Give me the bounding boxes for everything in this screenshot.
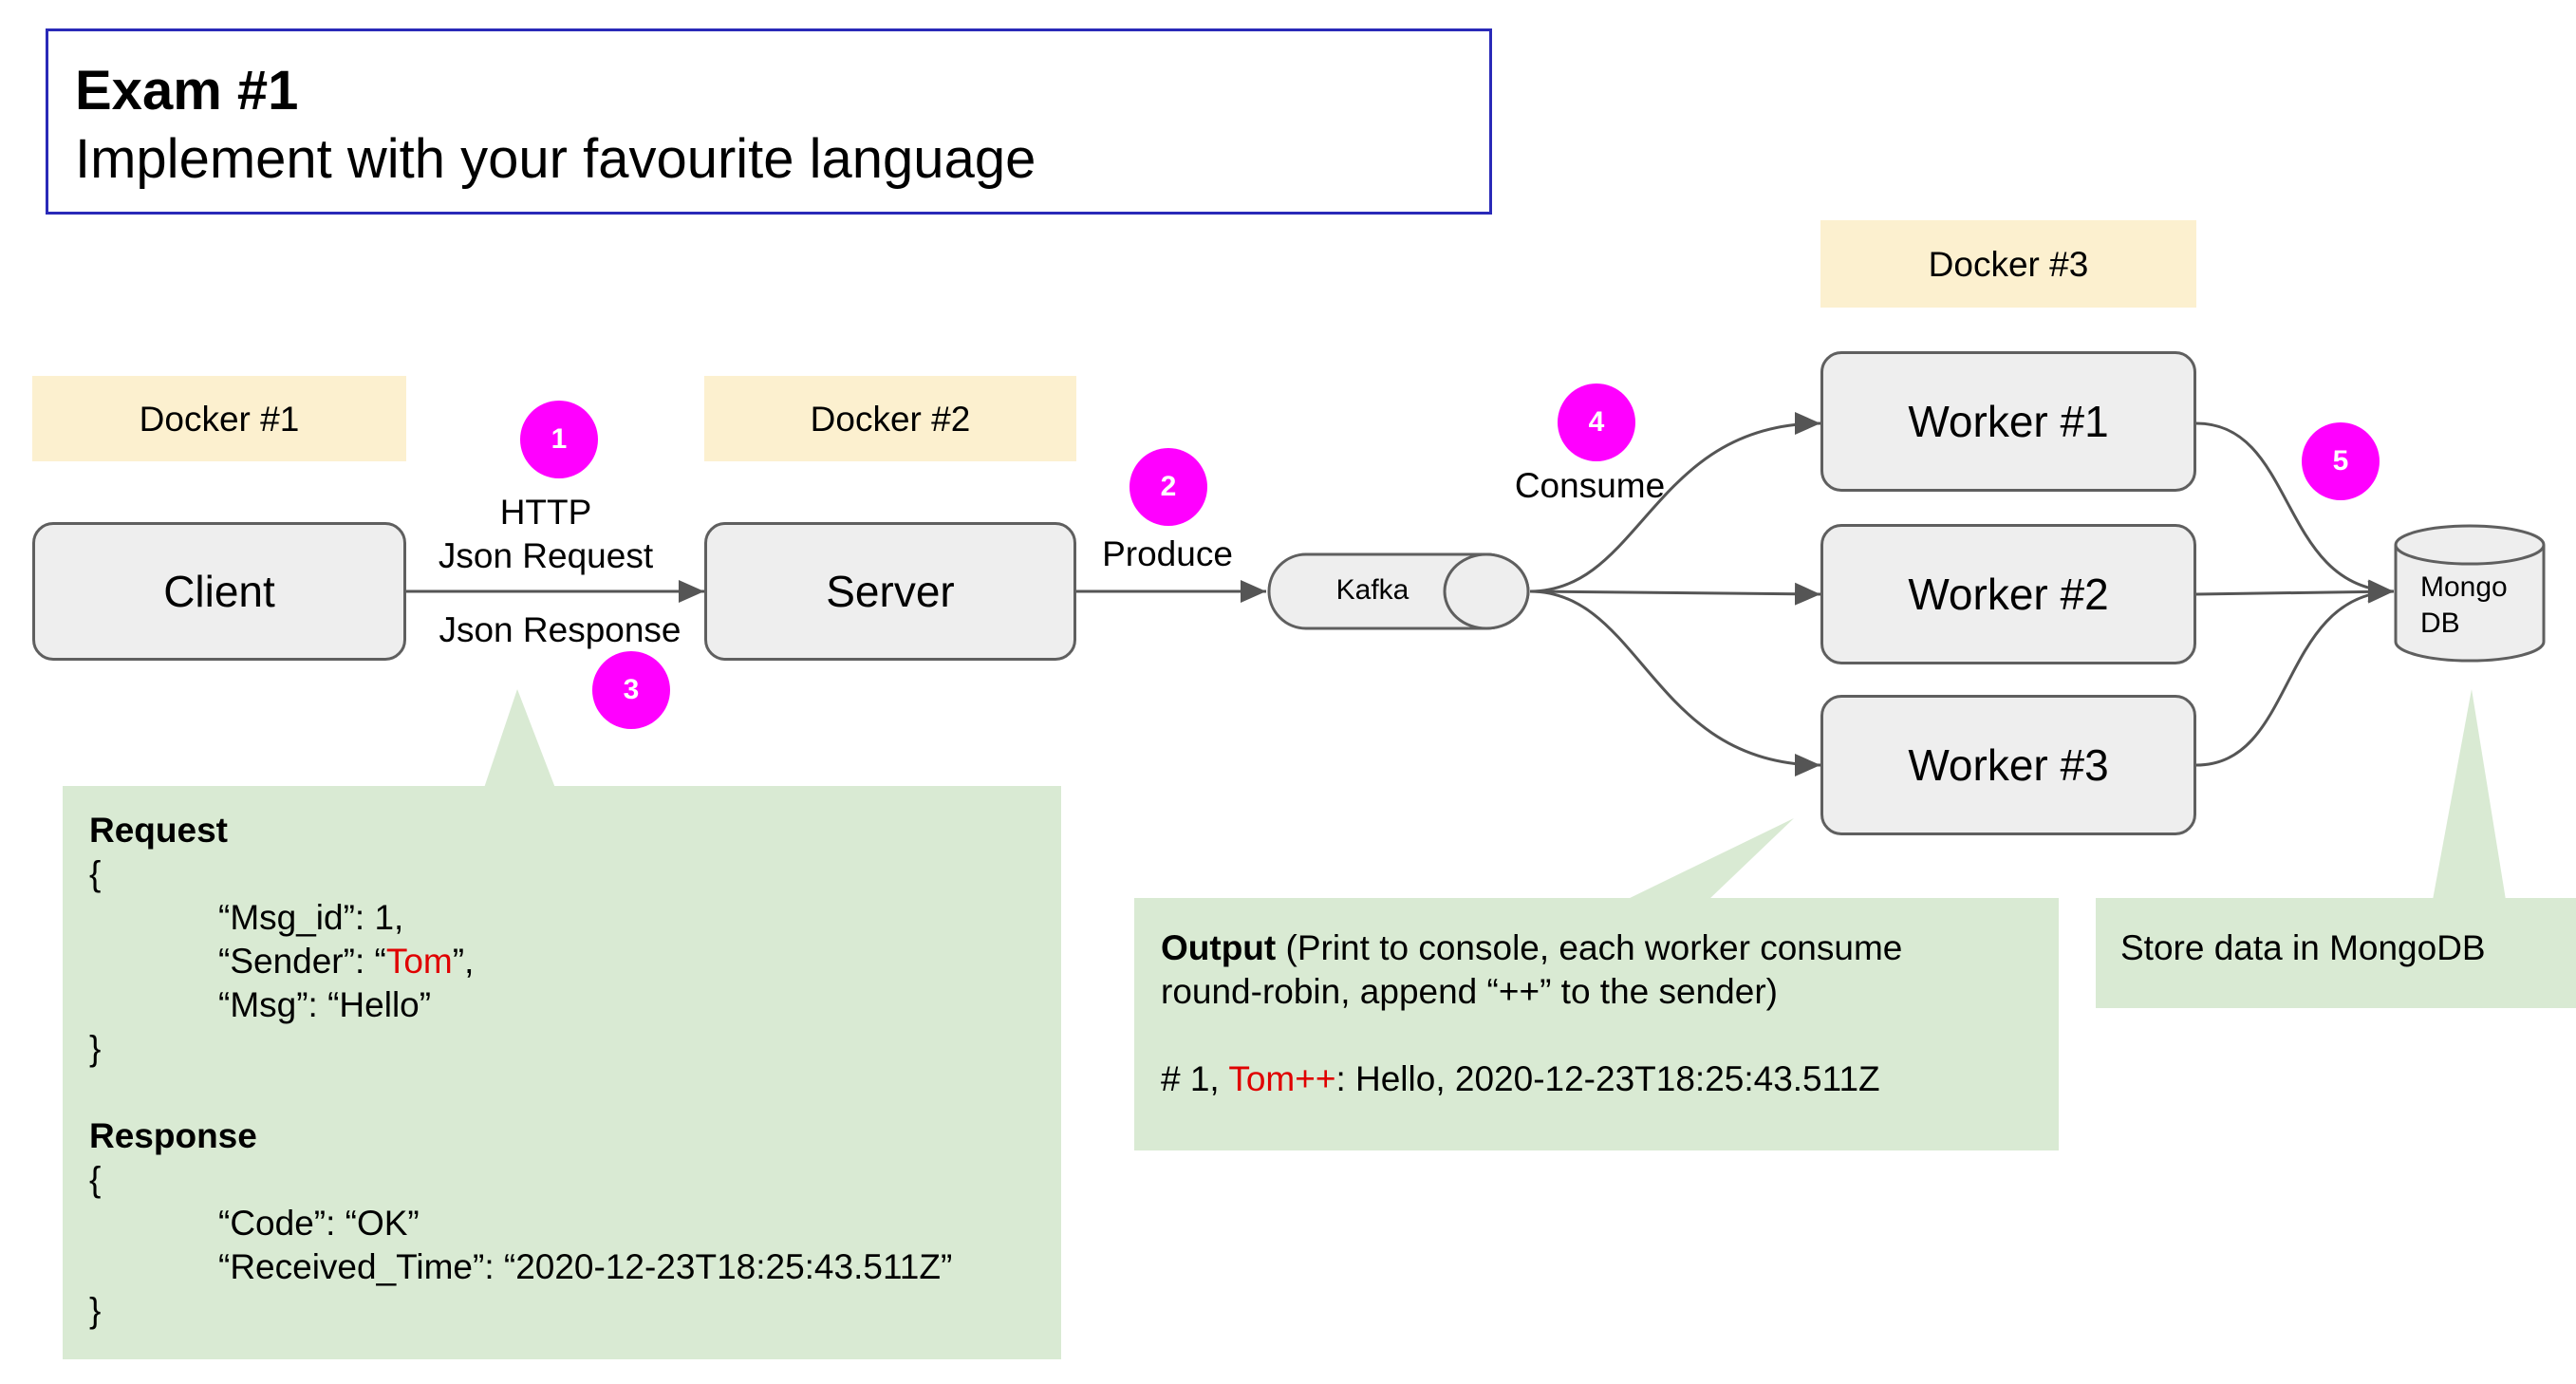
request-sender-line: “Sender”: “Tom”, <box>89 940 1061 983</box>
exam-title: Exam #1 <box>75 60 299 122</box>
request-heading: Request <box>89 811 228 850</box>
worker2-mongo-arrow <box>2195 580 2395 604</box>
docker-1-label: Docker #1 <box>32 376 406 461</box>
request-open-brace: { <box>89 854 102 893</box>
worker-2-node: Worker #2 <box>1820 524 2196 664</box>
server-node: Server <box>704 522 1076 661</box>
sample-suffix: : Hello, 2020-12-23T18:25:43.511Z <box>1335 1059 1880 1098</box>
step-3-badge: 3 <box>592 651 670 729</box>
docker-2-label: Docker #2 <box>704 376 1076 461</box>
mongodb-label-line2: DB <box>2420 608 2460 639</box>
client-node: Client <box>32 522 406 661</box>
output-sample-line: # 1, Tom++: Hello, 2020-12-23T18:25:43.5… <box>1161 1057 2059 1101</box>
response-code-line: “Code”: “OK” <box>218 1204 420 1243</box>
worker3-mongo-arrow <box>2195 580 2395 767</box>
json-request-label: Json Request <box>438 536 654 575</box>
title-box: Exam #1 Implement with your favourite la… <box>46 28 1492 215</box>
note-spacer <box>89 1071 1061 1114</box>
mongodb-shape <box>2394 524 2546 663</box>
produce-label: Produce <box>1102 534 1233 573</box>
output-desc-line2: round-robin, append “++” to the sender) <box>1161 972 1778 1011</box>
response-received-time-line: “Received_Time”: “2020-12-23T18:25:43.51… <box>218 1247 953 1286</box>
response-heading: Response <box>89 1116 257 1155</box>
kafka-shape <box>1267 552 1530 630</box>
http-label: HTTP <box>499 493 592 532</box>
request-msg-id-line: “Msg_id”: 1, <box>218 898 404 937</box>
output-callout-pointer <box>1626 818 1794 900</box>
request-response-note: Request { “Msg_id”: 1, “Sender”: “Tom”, … <box>63 786 1061 1359</box>
sample-sender: Tom++ <box>1228 1059 1336 1098</box>
output-desc-part1: (Print to console, each worker consume <box>1276 928 1903 967</box>
worker-1-node: Worker #1 <box>1820 351 2196 492</box>
step-4-badge: 4 <box>1558 383 1635 461</box>
response-open-brace: { <box>89 1160 102 1199</box>
sample-prefix: # 1, <box>1161 1059 1229 1098</box>
output-spacer <box>1161 1014 2059 1057</box>
exam-subtitle: Implement with your favourite language <box>75 128 1036 190</box>
kafka-label: Kafka <box>1335 574 1409 606</box>
consume-label: Consume <box>1514 466 1666 505</box>
mongodb-label-line1: Mongo <box>2420 571 2508 603</box>
sender-prefix: “Sender”: “ <box>218 942 386 981</box>
step-5-badge: 5 <box>2302 422 2380 500</box>
sender-suffix: ”, <box>452 942 475 981</box>
request-msg-line: “Msg”: “Hello” <box>218 985 432 1024</box>
step-2-badge: 2 <box>1129 448 1207 526</box>
store-note-text: Store data in MongoDB <box>2120 928 2486 967</box>
output-desc-line1: Output (Print to console, each worker co… <box>1161 926 2059 970</box>
store-callout-pointer <box>2433 689 2506 900</box>
output-note: Output (Print to console, each worker co… <box>1134 898 2059 1150</box>
kafka-worker2-arrow <box>1529 582 1821 606</box>
step-1-badge: 1 <box>520 401 598 478</box>
kafka-worker1-arrow <box>1529 412 1821 593</box>
sender-value: Tom <box>385 942 453 981</box>
mongodb-label: Mongo DB <box>2420 570 2508 642</box>
worker-3-node: Worker #3 <box>1820 695 2196 835</box>
json-response-label: Json Response <box>439 610 681 649</box>
output-heading: Output <box>1161 928 1277 967</box>
kafka-worker3-arrow <box>1529 589 1821 776</box>
worker1-mongo-arrow <box>2195 421 2395 603</box>
request-callout-pointer <box>484 689 555 788</box>
store-note: Store data in MongoDB <box>2096 898 2576 1008</box>
request-close-brace: } <box>89 1029 102 1068</box>
docker-3-label: Docker #3 <box>1820 220 2196 308</box>
response-close-brace: } <box>89 1291 102 1330</box>
